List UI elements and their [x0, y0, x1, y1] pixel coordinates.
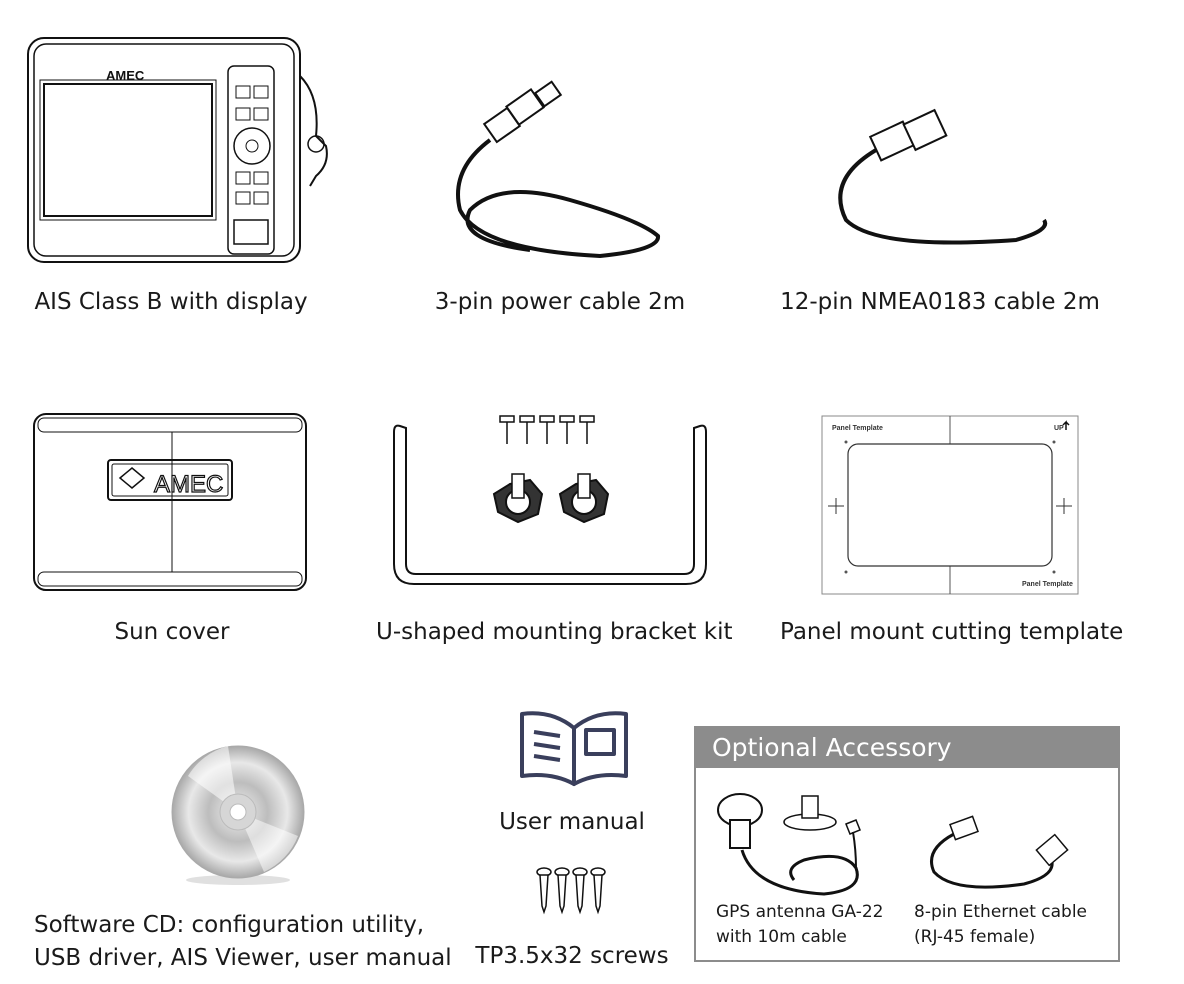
nmea-cable-drawing	[838, 108, 1048, 245]
bracket-kit-drawing	[393, 415, 707, 585]
panel-template-up-label: UP	[1054, 425, 1064, 432]
ethernet-cable-caption-line1: 8-pin Ethernet cable	[914, 902, 1088, 922]
optional-accessory-title: Optional Accessory	[712, 733, 952, 762]
panel-template-label-top: Panel Template	[832, 425, 883, 432]
nmea-cable-caption: 12-pin NMEA0183 cable 2m	[780, 289, 1100, 315]
screws-caption: TP3.5x32 screws	[475, 943, 669, 969]
ais-device-logo: AMEC	[106, 68, 145, 83]
panel-template-label-bottom: Panel Template	[1022, 581, 1073, 588]
bracket-knob-left	[492, 473, 544, 524]
power-cable-caption: 3-pin power cable 2m	[434, 289, 686, 315]
gps-antenna-drawing	[717, 793, 861, 896]
power-cable-drawing	[456, 80, 660, 259]
sun-cover-drawing: AMEC	[33, 413, 307, 591]
bracket-knob-right	[558, 473, 610, 524]
panel-template-drawing: Panel Template UP Panel Template	[821, 415, 1079, 595]
sun-cover-caption: Sun cover	[114, 619, 230, 645]
screws-icon	[536, 867, 606, 915]
optional-accessory-header: Optional Accessory	[696, 728, 1118, 768]
software-cd-caption-line1: Software CD: configuration utility,	[34, 912, 425, 938]
gps-antenna-caption-line2: with 10m cable	[716, 927, 847, 947]
software-cd-caption-line2: USB driver, AIS Viewer, user manual	[34, 945, 452, 971]
ethernet-cable-drawing	[930, 815, 1069, 889]
user-manual-caption: User manual	[499, 809, 645, 835]
bracket-kit-caption: U-shaped mounting bracket kit	[376, 619, 733, 645]
ethernet-cable-caption-line2: (RJ-45 female)	[914, 927, 1036, 947]
panel-template-caption: Panel mount cutting template	[780, 619, 1124, 645]
optional-accessory-panel: Optional Accessory GPS antenna GA-22 wit…	[694, 726, 1120, 962]
book-icon	[520, 711, 628, 786]
cd-disc-icon	[171, 745, 305, 885]
ais-device-drawing: AMEC	[27, 37, 328, 263]
sun-cover-logo: AMEC	[154, 471, 223, 498]
ais-device-caption: AIS Class B with display	[34, 289, 308, 315]
gps-antenna-caption-line1: GPS antenna GA-22	[716, 902, 884, 922]
